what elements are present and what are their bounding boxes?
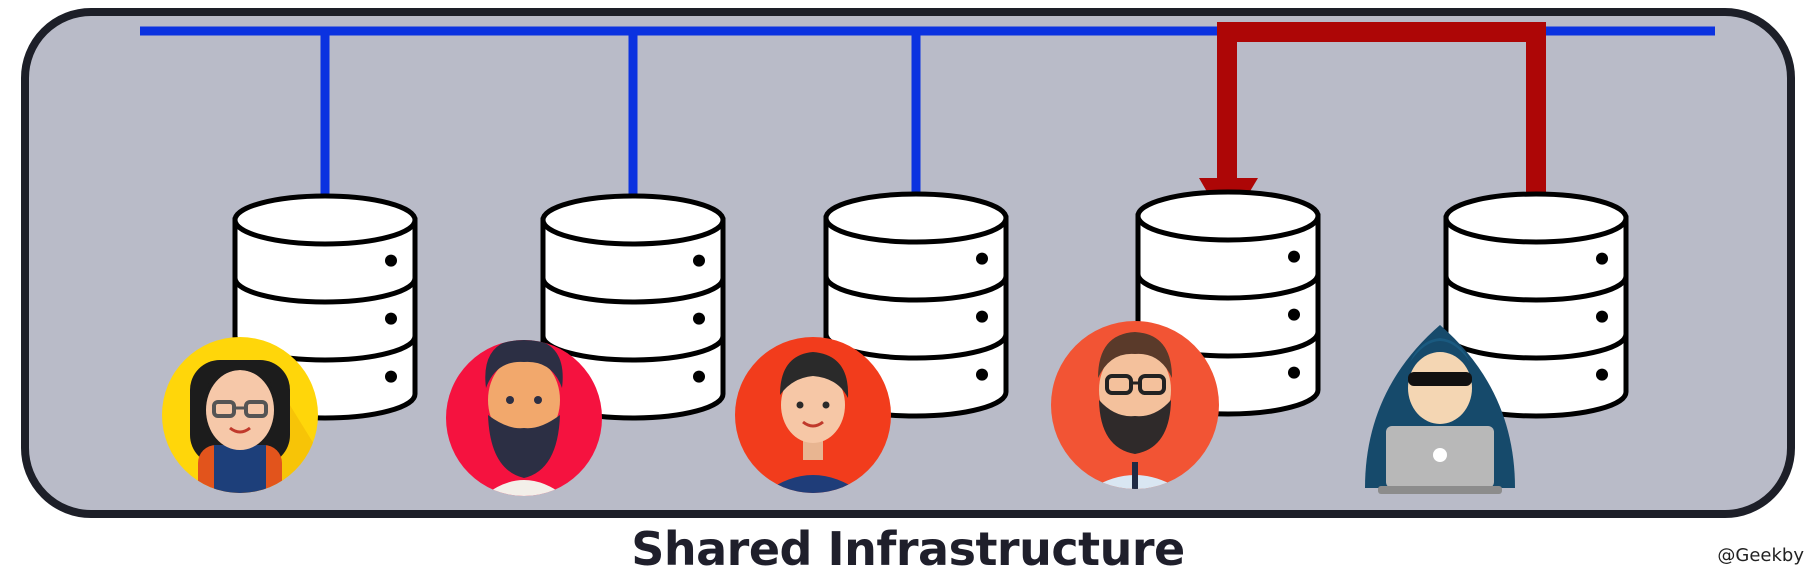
server-status-dot	[1596, 252, 1608, 265]
server-status-dot	[1596, 368, 1608, 381]
author-credit: @Geekby	[1717, 545, 1804, 566]
young-man-avatar	[735, 337, 891, 493]
users	[162, 321, 1515, 496]
server-status-dot	[693, 312, 705, 325]
woman-with-glasses-avatar	[162, 337, 318, 493]
server-status-dot	[1288, 250, 1300, 263]
server-status-dot	[693, 254, 705, 267]
server-status-dot	[385, 254, 397, 267]
server-status-dot	[1596, 310, 1608, 323]
server-status-dot	[976, 310, 988, 323]
database-server-icon	[1443, 191, 1629, 419]
server-status-dot	[693, 370, 705, 383]
server-status-dot	[1288, 308, 1300, 321]
server-status-dot	[385, 312, 397, 325]
server-status-dot	[976, 368, 988, 381]
server-status-dot	[1288, 366, 1300, 379]
server-status-dot	[385, 370, 397, 383]
diagram-caption: Shared Infrastructure	[631, 522, 1185, 576]
database-server-icon	[540, 193, 726, 421]
hooded-hacker-icon	[1365, 325, 1515, 494]
server-status-dot	[976, 252, 988, 265]
attack-path-line	[1217, 22, 1546, 218]
